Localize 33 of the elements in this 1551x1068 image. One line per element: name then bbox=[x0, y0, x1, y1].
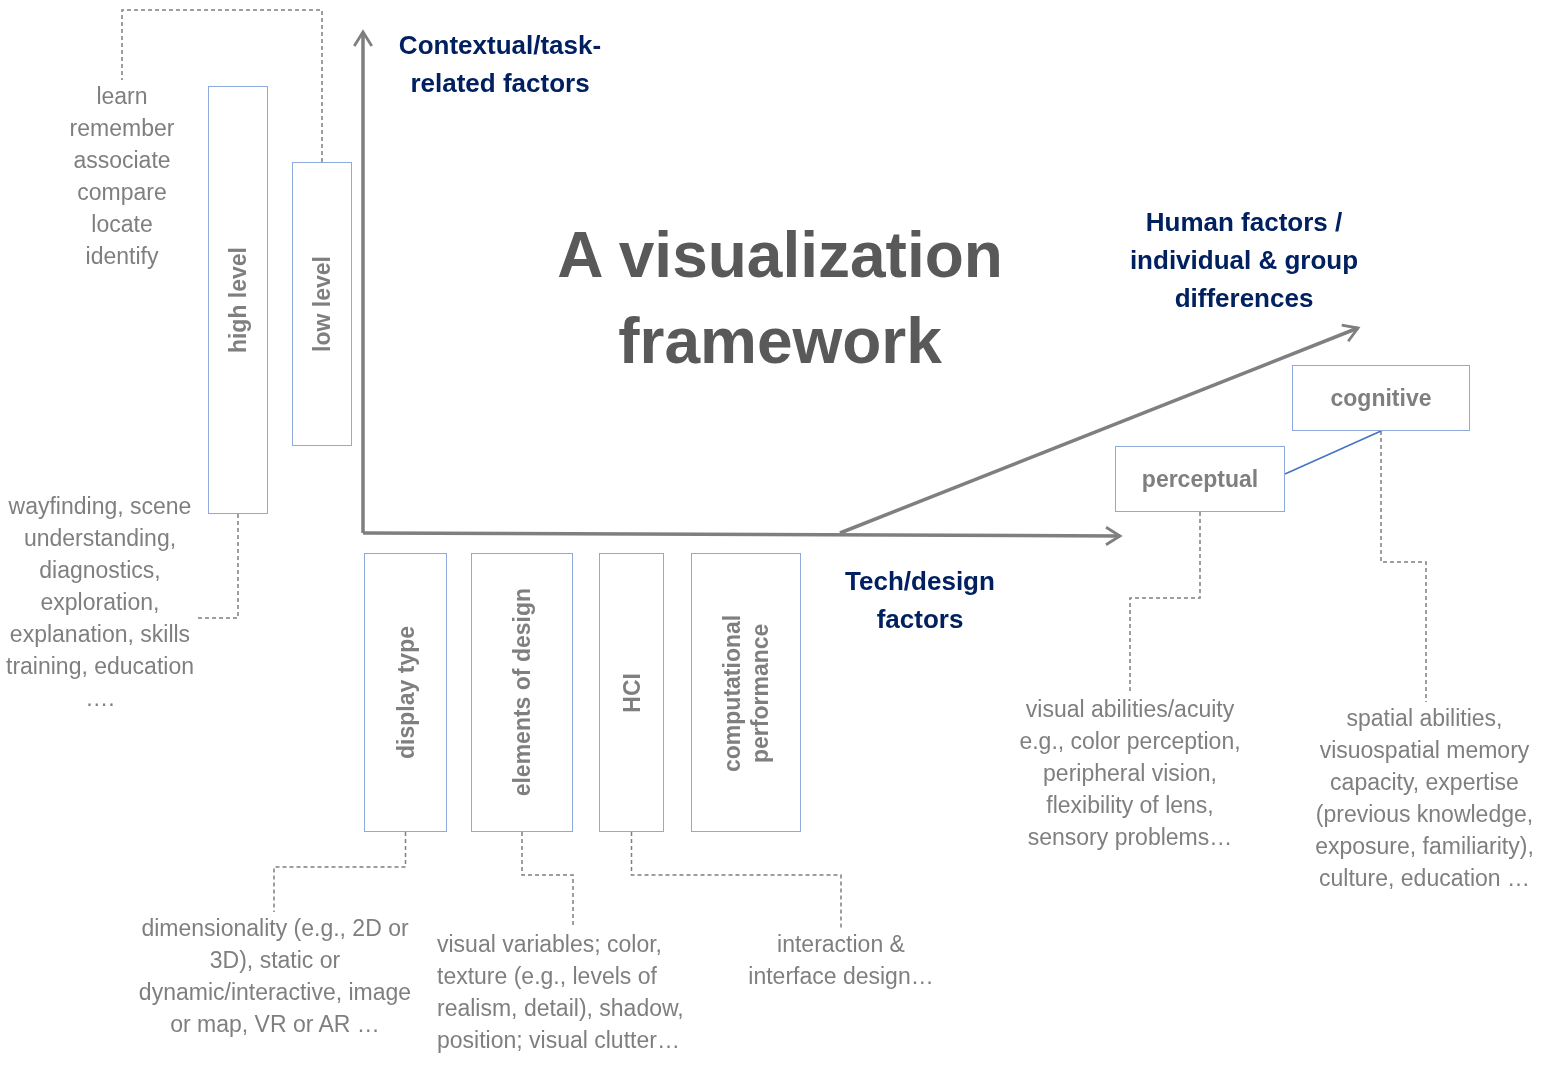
box-label: elements of design bbox=[508, 588, 536, 797]
description-text: visual variables; color, texture (e.g., levels of realism, detail), shadow, position; visual clutter… bbox=[437, 928, 712, 1056]
factor-box bbox=[1115, 446, 1285, 512]
factor-box bbox=[364, 553, 447, 832]
level-box bbox=[292, 162, 352, 446]
description-text: spatial abilities, visuospatial memory capacity, expertise (previous knowledge, exposure, familiarity), culture, education … bbox=[1298, 702, 1551, 894]
box-label: computational performance bbox=[718, 612, 774, 774]
connector-line bbox=[1284, 430, 1382, 475]
axis-label: Contextual/task-related factors bbox=[397, 29, 603, 100]
description-text: visual abilities/acuity e.g., color perception, peripheral vision, flexibility of lens, sensory problems… bbox=[1003, 693, 1257, 853]
leader-line bbox=[630, 831, 842, 929]
description-text: dimensionality (e.g., 2D or 3D), static or dynamic/interactive, image or map, VR or AR … bbox=[138, 912, 412, 1040]
box-label: cognitive bbox=[1330, 384, 1432, 412]
box-label: display type bbox=[391, 626, 420, 759]
factor-box bbox=[471, 553, 573, 832]
leader-line bbox=[1380, 430, 1427, 703]
task-list-text: learn remember associate compare locate identify bbox=[57, 80, 187, 272]
box-label: HCI bbox=[617, 672, 646, 713]
leader-line bbox=[121, 9, 323, 163]
level-box bbox=[208, 86, 268, 514]
factor-box bbox=[599, 553, 664, 832]
description-text: interaction & interface design… bbox=[735, 928, 947, 992]
axis-label: Human factors / individual & group differences bbox=[1128, 206, 1360, 315]
box-label: high level bbox=[224, 246, 252, 354]
axis-label: Tech/design factors bbox=[844, 565, 996, 636]
diagram-title: A visualization framework bbox=[556, 218, 1004, 379]
box-label: perceptual bbox=[1141, 465, 1259, 493]
leader-line bbox=[273, 831, 407, 913]
factor-box bbox=[691, 553, 801, 832]
leader-line bbox=[1129, 511, 1201, 694]
box-label: low level bbox=[308, 256, 336, 352]
task-examples-text: wayfinding, scene understanding, diagnostics, exploration, explanation, skills training, education …. bbox=[5, 490, 195, 714]
factor-box bbox=[1292, 365, 1470, 431]
